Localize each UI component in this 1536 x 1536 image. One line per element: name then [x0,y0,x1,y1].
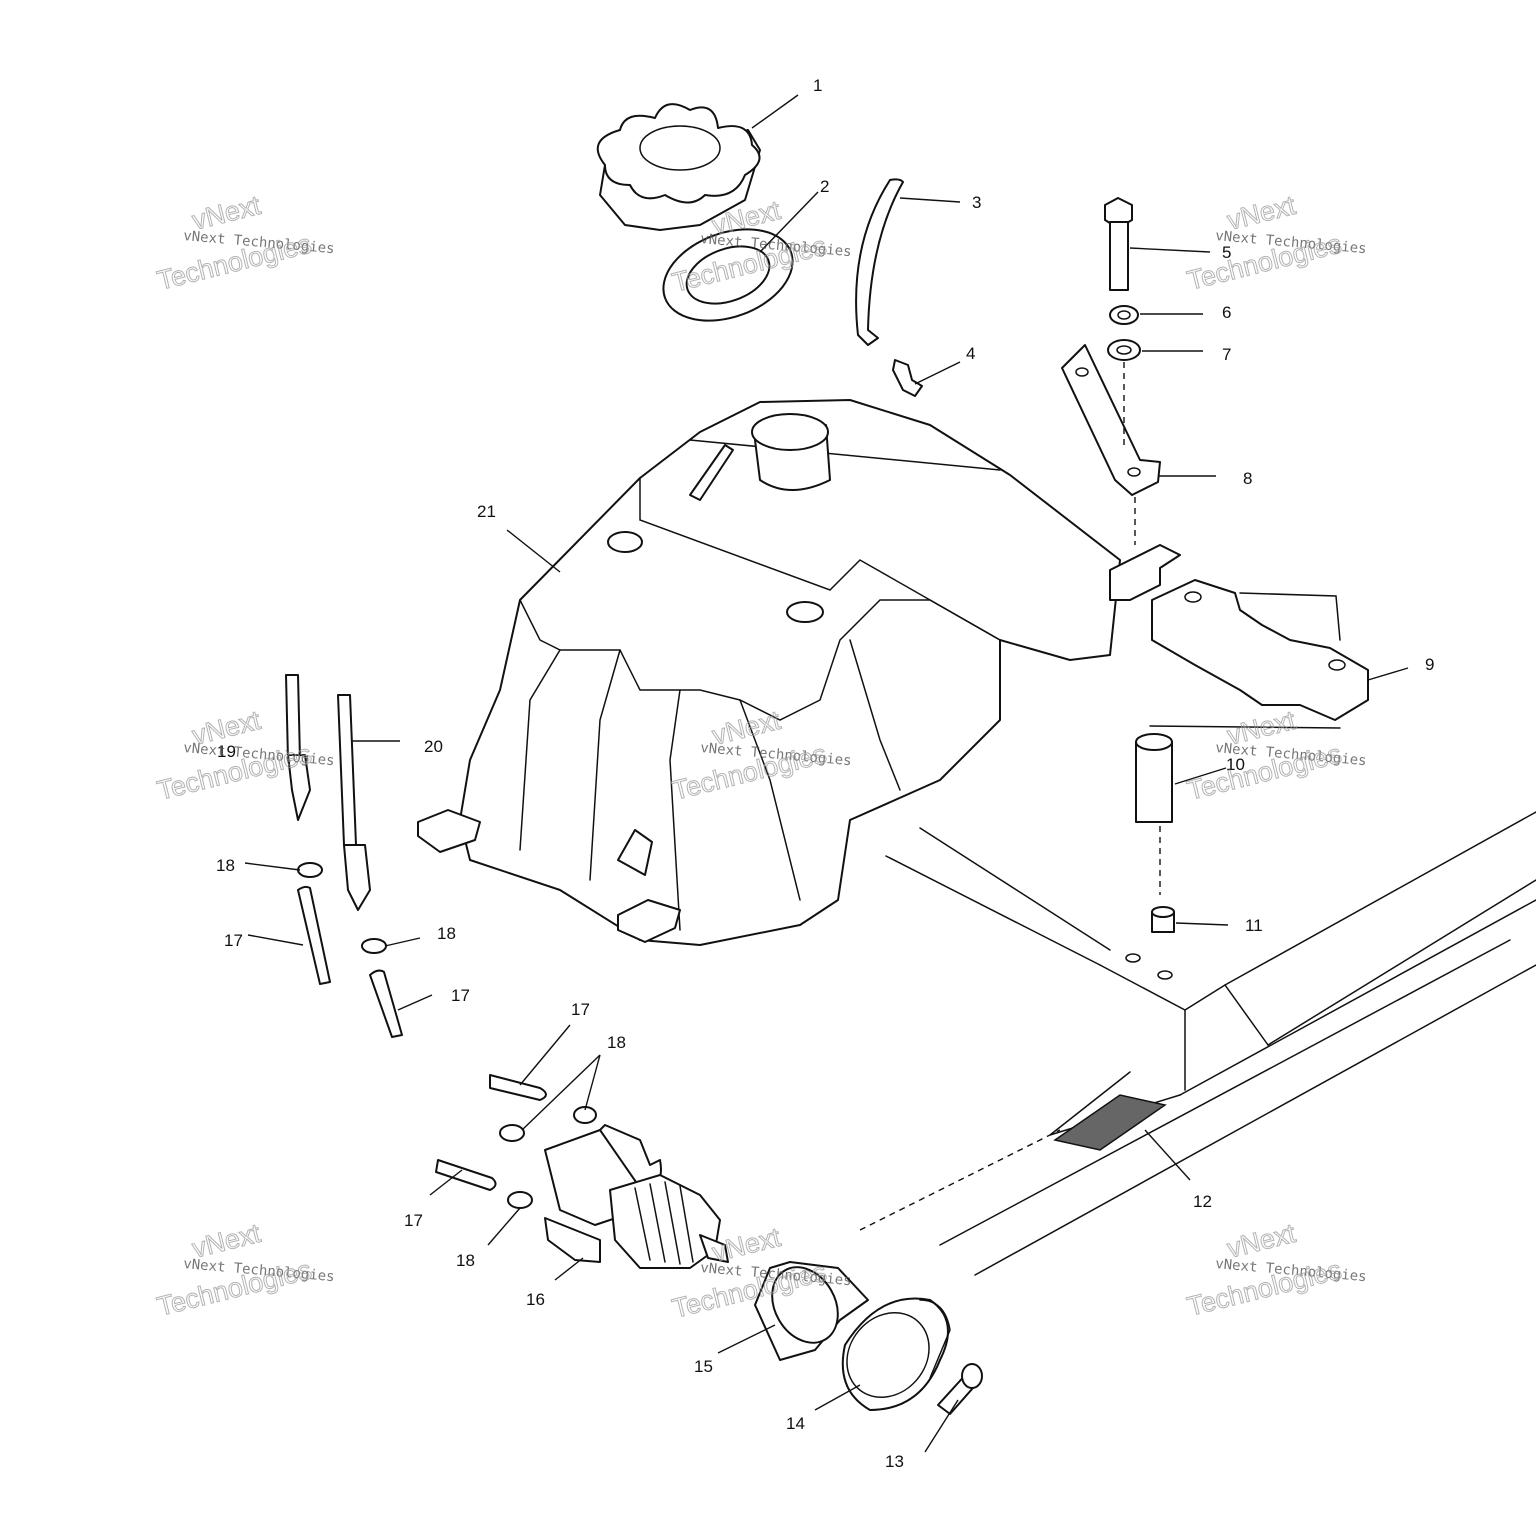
clamp-18-left-a [297,862,323,878]
screw-13 [937,1363,983,1415]
callout-17-b: 17 [451,986,470,1005]
watermark-bottom-left: vNext vNext Technologies Technologies [154,1217,335,1322]
callout-20: 20 [424,737,443,756]
callout-11: 11 [1245,916,1263,935]
callout-1: 1 [813,76,822,95]
mount-block-9 [1149,579,1369,729]
callout-14: 14 [786,1414,805,1433]
leader-lines [244,94,1409,1453]
clamp-18-left-b [361,938,387,954]
callout-3: 3 [972,193,981,212]
bolt-5 [1104,197,1133,291]
bracket-8 [1061,344,1161,496]
filler-cap-1 [596,103,761,231]
callout-7: 7 [1222,345,1231,364]
spacer-10 [1135,733,1173,823]
callout-17-c: 17 [571,1000,590,1019]
washer-6 [1109,305,1139,325]
callout-10: 10 [1226,755,1245,774]
grommet-11 [1151,906,1175,933]
callout-15: 15 [694,1357,713,1376]
fuel-tank-21 [417,399,1181,946]
fuel-line-19 [285,674,311,821]
callout-6: 6 [1222,303,1231,322]
hose-17-left-b [369,969,403,1038]
fuel-valve-16 [435,1074,729,1269]
callout-9: 9 [1425,655,1434,674]
frame-rails [859,811,1536,1276]
watermark-top-right: vNext vNext Technologies Technologies [1184,189,1367,296]
decal-12 [1053,1094,1167,1151]
hose-17-left-a [297,885,331,985]
callout-2: 2 [820,177,829,196]
callout-12: 12 [1193,1192,1212,1211]
fuel-line-20 [337,694,371,911]
watermark-middle-right: vNext vNext Technologies Technologies [1184,704,1367,806]
fitting-4 [892,359,923,397]
callout-18-a: 18 [216,856,235,875]
callout-17-a: 17 [224,931,243,950]
watermark-top-left: vNext vNext Technologies Technologies [154,189,335,296]
callout-13: 13 [885,1452,904,1471]
callout-8: 8 [1243,469,1252,488]
callout-18-c: 18 [607,1033,626,1052]
callout-17-d: 17 [404,1211,423,1230]
callout-numbers: 1 2 3 4 5 6 7 8 9 10 11 12 13 14 15 16 1… [216,76,1434,1471]
valve-plate-14 [841,1297,951,1411]
callout-18-d: 18 [456,1251,475,1270]
vent-hose-3 [855,178,904,346]
callout-5: 5 [1222,243,1231,262]
callout-4: 4 [966,344,975,363]
callout-19: 19 [217,742,236,761]
nut-15 [754,1261,869,1361]
callout-21: 21 [477,502,496,521]
callout-18-b: 18 [437,924,456,943]
watermark-bottom-right: vNext vNext Technologies Technologies [1184,1217,1367,1322]
watermark-middle-center: vNext vNext Technologies Technologies [669,704,852,806]
callout-16: 16 [526,1290,545,1309]
washer-7 [1107,339,1141,361]
